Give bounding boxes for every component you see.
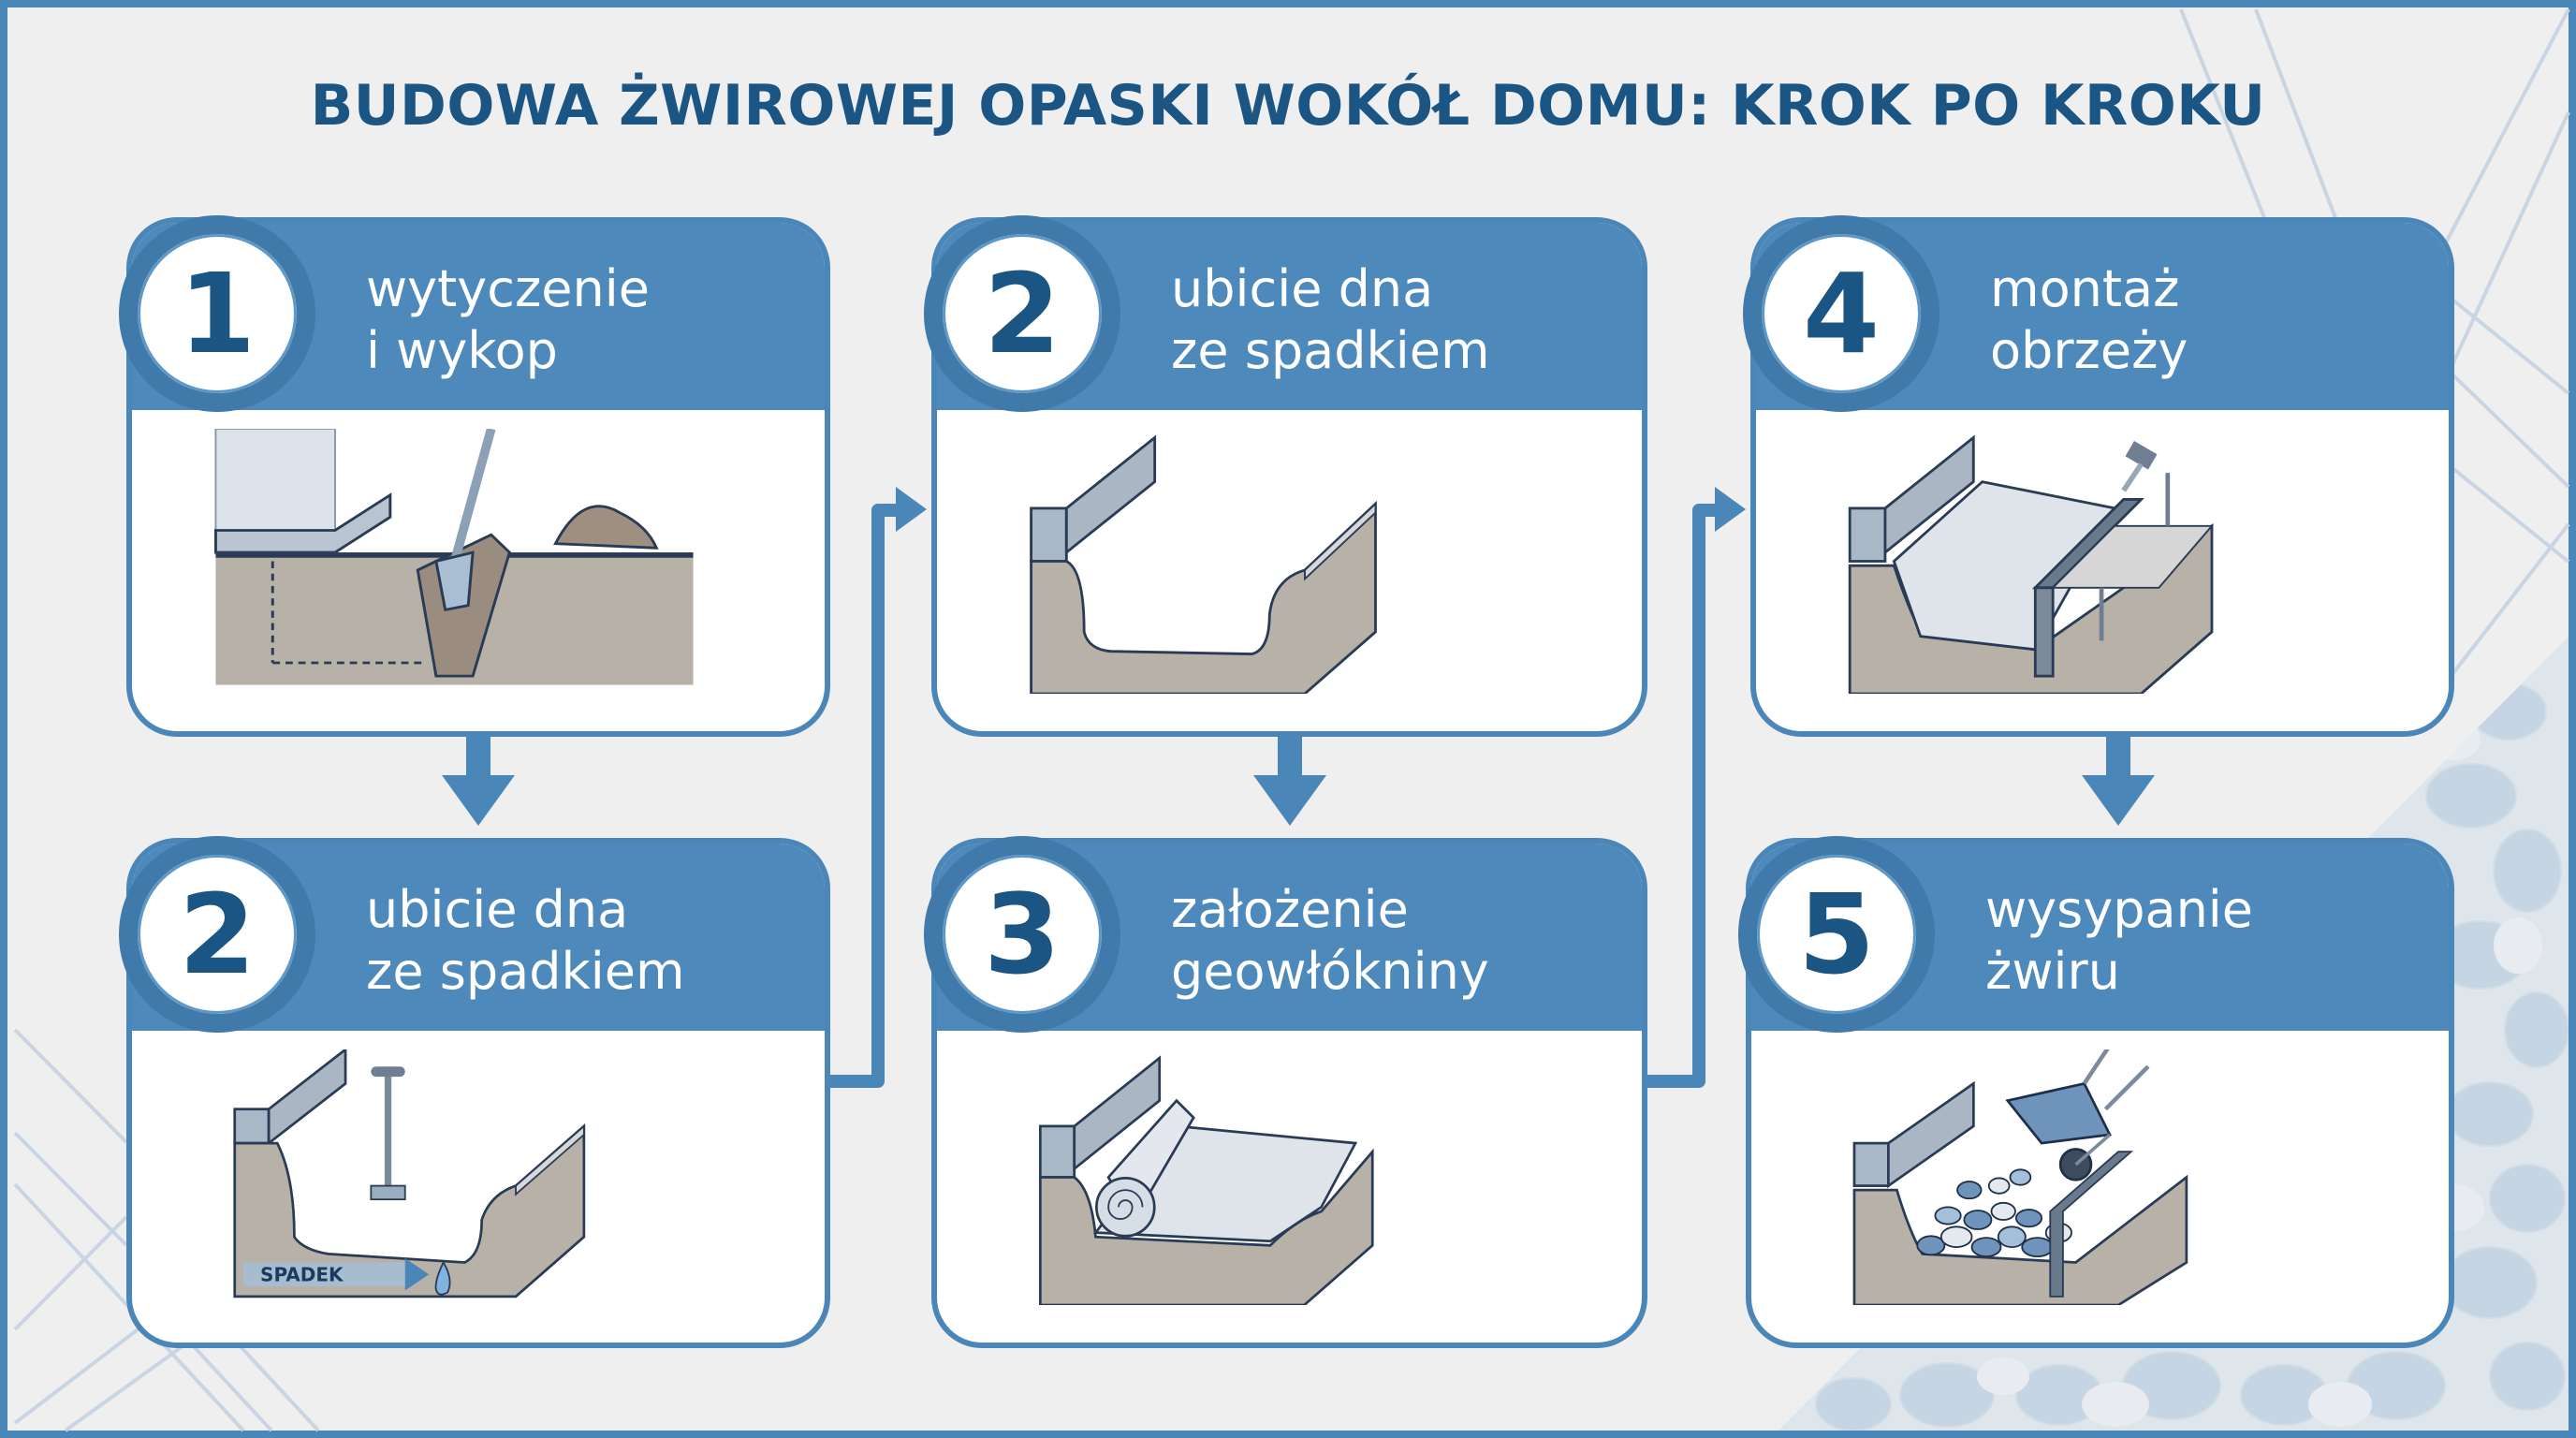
compacted-trench-icon <box>993 429 1586 694</box>
step-label: założenie geowłókniny <box>1171 880 1489 1001</box>
step-card-1: 1 wytyczenie i wykop <box>119 215 830 737</box>
page-title: BUDOWA ŻWIROWEJ OPASKI WOKÓŁ DOMU: KROK … <box>310 73 2266 139</box>
step-number-badge: 2 <box>119 836 315 1033</box>
shovel-trench-icon <box>188 429 768 694</box>
step-card-4: 4 montaż obrzeży <box>1743 215 2454 737</box>
step-number-badge: 5 <box>1738 836 1935 1033</box>
step-label: ubicie dna ze spadkiem <box>1171 259 1490 380</box>
step-card-3: 3 założenie geowłókniny <box>924 836 1647 1348</box>
step-card-2b: 2 ubicie dna ze spadkiem <box>924 215 1647 737</box>
tamper-slope-icon: SPADEK <box>188 1049 768 1305</box>
edging-hammer-icon <box>1812 429 2393 694</box>
step-number-badge: 1 <box>119 215 315 412</box>
slope-label: SPADEK <box>260 1264 344 1286</box>
step-card-2a: 2 ubicie dna ze spadkiem SPADEK <box>119 836 830 1348</box>
step-label: montaż obrzeży <box>1990 259 2188 380</box>
step-label: wytyczenie i wykop <box>366 259 650 380</box>
step-number-badge: 3 <box>924 836 1120 1033</box>
step-label: wysypanie żwiru <box>1985 880 2254 1001</box>
step-card-5: 5 wysypanie żwiru <box>1738 836 2454 1348</box>
wheelbarrow-gravel-icon <box>1808 1049 2393 1305</box>
step-number-badge: 2 <box>924 215 1120 412</box>
step-number-badge: 4 <box>1743 215 1939 412</box>
geotextile-roll-icon <box>993 1049 1586 1305</box>
step-label: ubicie dna ze spadkiem <box>366 880 685 1001</box>
